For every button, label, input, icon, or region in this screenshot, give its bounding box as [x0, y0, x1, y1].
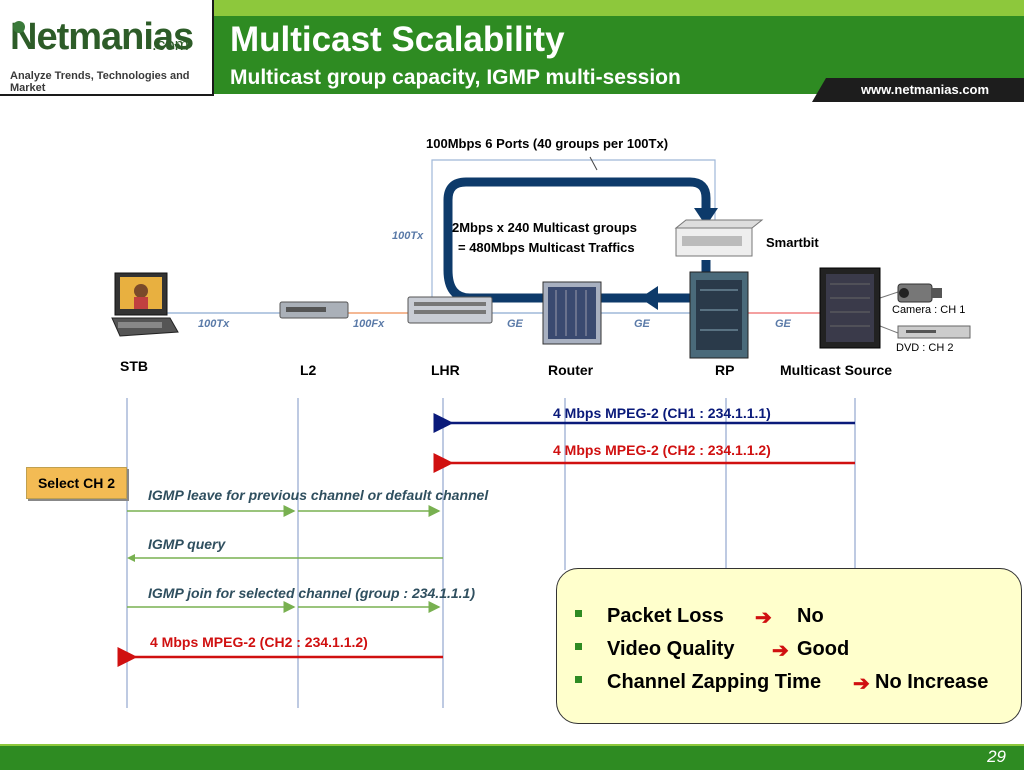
router-chassis-icon [542, 281, 602, 345]
device-label-lhr: LHR [431, 362, 460, 378]
lhr-router-icon [407, 296, 493, 324]
result-value: No Increase [875, 671, 989, 693]
smartbit-label: Smartbit [766, 235, 819, 250]
traffic-line-2: = 480Mbps Multicast Traffics [458, 240, 635, 255]
arrow-right-icon: ➔ [772, 640, 789, 662]
device-label-router: Router [548, 362, 594, 378]
bullet-icon [575, 610, 582, 617]
ports-label: 100Mbps 6 Ports (40 groups per 100Tx) [426, 136, 669, 151]
ch2-stb-stream-label: 4 Mbps MPEG-2 (CH2 : 234.1.1.2) [150, 634, 368, 650]
link-label-router-rp: GE [634, 318, 650, 330]
logo-tagline: Analyze Trends, Technologies and Market [10, 70, 190, 94]
logo-suffix: .com [152, 35, 189, 54]
site-url: www.netmanias.com [826, 78, 1024, 102]
results-box: Packet Loss ➔ No Video Quality ➔ Good Ch… [556, 568, 1022, 724]
network-diagram [111, 156, 971, 708]
slide-title: Multicast Scalability [230, 20, 565, 59]
arrow-right-icon: ➔ [853, 673, 870, 695]
ch1-stream-label: 4 Mbps MPEG-2 (CH1 : 234.1.1.1) [553, 405, 771, 421]
device-label-multicast-source: Multicast Source [780, 362, 893, 378]
title-accent-strip [214, 0, 1024, 16]
link-label-stb-l2: 100Tx [198, 318, 230, 330]
logo-wordmark: Netmanias [10, 16, 194, 58]
result-value: Good [797, 638, 850, 660]
stb-tv-icon [111, 272, 179, 337]
loop-link-label: 100Tx [392, 230, 424, 242]
logo-area: Netmanias .com Analyze Trends, Technolog… [0, 0, 214, 96]
logo-globe-icon [13, 21, 25, 33]
result-label: Channel Zapping Time [607, 671, 822, 693]
device-label-stb: STB [120, 358, 148, 374]
camera-icon [897, 283, 942, 303]
l2-switch-icon [279, 301, 349, 319]
arrow-right-icon: ➔ [755, 607, 772, 629]
dvd-player-icon [897, 325, 971, 339]
result-value: No [797, 605, 824, 627]
smartbit-tester-icon [674, 219, 764, 257]
link-label-lhr-router: GE [507, 318, 523, 330]
device-label-rp: RP [715, 362, 735, 378]
link-label-rp-source: GE [775, 318, 791, 330]
device-label-l2: L2 [300, 362, 317, 378]
bullet-icon [575, 676, 582, 683]
dvd-label: DVD : CH 2 [896, 342, 954, 354]
footer-bar [0, 744, 1024, 770]
result-label: Packet Loss [607, 605, 724, 627]
igmp-leave-label: IGMP leave for previous channel or defau… [148, 487, 489, 503]
url-corner [812, 78, 826, 102]
topology-links [160, 291, 899, 334]
igmp-join-label: IGMP join for selected channel (group : … [148, 585, 475, 601]
ch2-stream-label: 4 Mbps MPEG-2 (CH2 : 234.1.1.2) [553, 442, 771, 458]
link-label-l2-lhr: 100Fx [353, 318, 385, 330]
camera-label: Camera : CH 1 [892, 304, 966, 316]
result-label: Video Quality [607, 638, 735, 660]
smartbit-link [431, 156, 716, 300]
slide-subtitle: Multicast group capacity, IGMP multi-ses… [230, 66, 681, 89]
page-number: 29 [987, 747, 1006, 766]
igmp-query-label: IGMP query [148, 536, 226, 552]
select-ch2-button[interactable]: Select CH 2 [26, 467, 127, 499]
bullet-icon [575, 643, 582, 650]
traffic-line-1: 2Mbps x 240 Multicast groups [452, 220, 637, 235]
rp-router-icon [689, 271, 749, 359]
multicast-source-icon [819, 267, 881, 349]
